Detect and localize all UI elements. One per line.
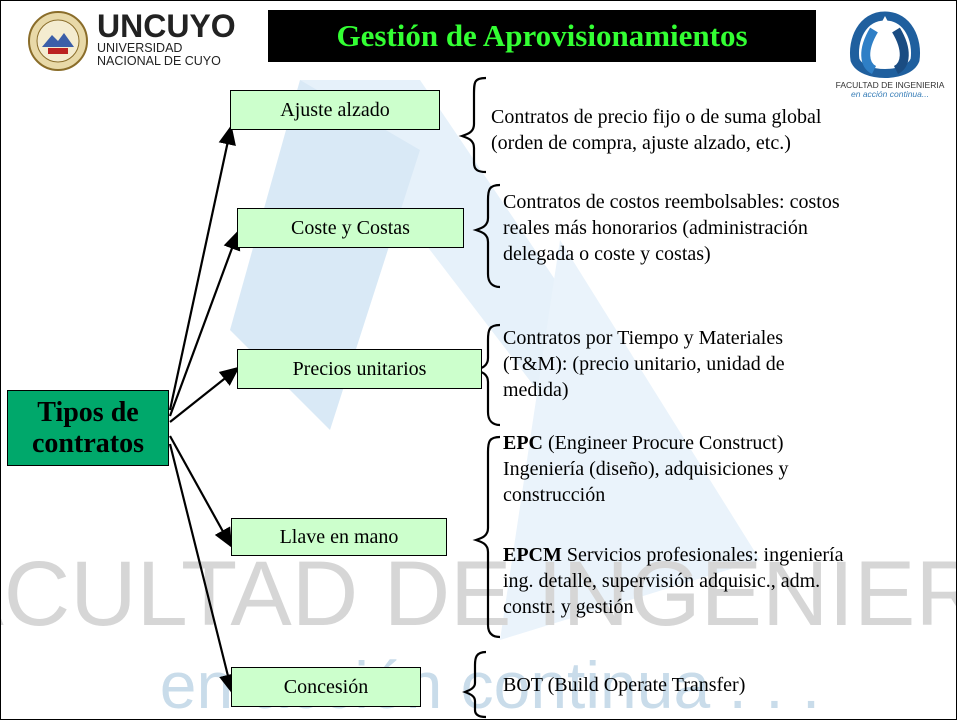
desc-precios-unitarios: Contratos por Tiempo y Materiales (T&M):… [503, 325, 785, 403]
desc-epcm: EPCM Servicios profesionales: ingeniería… [503, 542, 843, 620]
type-label: Coste y Costas [291, 216, 410, 239]
type-label: Llave en mano [279, 525, 399, 548]
arrow-llave [169, 435, 233, 548]
type-label: Ajuste alzado [280, 98, 390, 121]
desc-line: delegada o coste y costas) [503, 243, 711, 265]
desc-line: (orden de compra, ajuste alzado, etc.) [491, 132, 791, 154]
page-title: Gestión de Aprovisionamientos [336, 18, 748, 53]
faculty-logo-text: FACULTAD DE INGENIERIA en acción continu… [823, 81, 957, 99]
desc-line: constr. y gestión [503, 596, 634, 618]
desc-coste-y-costas: Contratos de costos reembolsables: costo… [503, 189, 840, 267]
desc-line: BOT (Build Operate Transfer) [503, 674, 746, 696]
arrow-concesion [168, 443, 237, 695]
desc-line: (T&M): (precio unitario, unidad de [503, 353, 785, 375]
university-logo-text: UNCUYO UNIVERSIDAD NACIONAL DE CUYO [97, 10, 236, 68]
title-banner: Gestión de Aprovisionamientos [268, 10, 816, 62]
desc-line-epcm-title: EPCM Servicios profesionales: ingeniería [503, 542, 843, 568]
faculty-line2: en acción continua... [851, 89, 929, 99]
type-node-precios-unitarios: Precios unitarios [237, 349, 482, 389]
arrow-coste [168, 229, 241, 417]
root-line2: contratos [32, 428, 144, 459]
university-line1: UNIVERSIDAD [97, 41, 183, 55]
university-line2: NACIONAL DE CUYO [97, 54, 221, 68]
desc-epc: EPC (Engineer Procure Construct) Ingenie… [503, 430, 788, 508]
desc-line: construcción [503, 484, 606, 506]
desc-line: Contratos de precio fijo o de suma globa… [491, 106, 822, 128]
type-node-llave-en-mano: Llave en mano [231, 518, 447, 556]
epcm-label: EPCM [503, 544, 562, 566]
desc-line: ing. detalle, supervisión adquisic., adm… [503, 570, 821, 592]
desc-line: reales más honorarios (administración [503, 217, 808, 239]
epc-label: EPC [503, 432, 543, 454]
root-line1: Tipos de [37, 397, 139, 428]
root-node-tipos-de-contratos: Tipos de contratos [7, 390, 169, 466]
type-node-ajuste-alzado: Ajuste alzado [230, 90, 440, 130]
brace-coste [472, 183, 501, 289]
desc-line-epc-title: EPC (Engineer Procure Construct) [503, 430, 788, 456]
faculty-logo-icon [849, 11, 921, 78]
desc-line: medida) [503, 379, 569, 401]
type-node-concesion: Concesión [231, 667, 421, 707]
arrows [168, 124, 241, 695]
faculty-line1: FACULTAD DE INGENIERIA [835, 80, 945, 90]
desc-ajuste-alzado: Contratos de precio fijo o de suma globa… [491, 104, 821, 156]
brace-concesion [462, 650, 487, 719]
type-label: Precios unitarios [292, 357, 427, 380]
type-label: Concesión [283, 675, 369, 698]
desc-line: Ingeniería (diseño), adquisiciones y [503, 458, 789, 480]
braces [458, 76, 501, 719]
university-name: UNCUYO [97, 8, 236, 44]
brace-ajuste [458, 76, 487, 174]
brace-llave [472, 435, 501, 639]
desc-line: Contratos por Tiempo y Materiales [503, 327, 783, 349]
desc-line: Contratos de costos reembolsables: costo… [503, 191, 840, 213]
arrow-precios [169, 366, 240, 423]
type-node-coste-y-costas: Coste y Costas [237, 208, 464, 248]
arrow-ajuste [168, 124, 236, 411]
epc-text: (Engineer Procure Construct) [543, 432, 784, 454]
desc-concesion: BOT (Build Operate Transfer) [503, 672, 745, 698]
university-seal-icon [28, 11, 88, 71]
epcm-text: Servicios profesionales: ingeniería [561, 544, 844, 566]
